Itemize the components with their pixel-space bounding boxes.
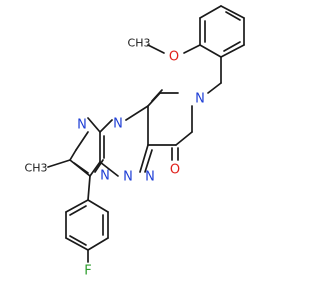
bond (175, 131, 193, 146)
methoxy-methyl-label: CH3 (128, 37, 151, 50)
bond (75, 131, 89, 151)
triazine-nitrogen-1-label: N (123, 170, 133, 185)
bond (151, 89, 163, 102)
bond (87, 117, 101, 133)
triazine-nitrogen-3-label: N (100, 169, 110, 184)
bonds (47, 5, 245, 263)
structure-canvas: CH3 O N O N N N N N F CH3 (25, 5, 245, 279)
bond (65, 199, 89, 213)
bond (69, 235, 87, 246)
bond (94, 159, 104, 173)
molecule-diagram: CH3 O N O N N N N N F CH3 (25, 5, 245, 279)
bond (125, 105, 149, 121)
bond (65, 237, 89, 251)
bond (99, 119, 113, 133)
methoxy-oxygen-label: O (169, 50, 179, 65)
bond (199, 5, 222, 19)
bond (199, 44, 222, 58)
pyrazole-methyl-label: CH3 (25, 162, 48, 175)
bond (147, 44, 165, 54)
bond (69, 205, 87, 216)
bond (220, 44, 245, 58)
triazine-nitrogen-2-label: N (145, 170, 155, 185)
pyrazole-nitrogen-1-label: N (77, 118, 87, 133)
bond (220, 5, 245, 19)
bond (87, 199, 109, 213)
carbonyl-oxygen-label: O (170, 163, 180, 178)
bond (73, 162, 89, 174)
bond (99, 161, 119, 177)
pyridinone-nitrogen-label: N (195, 92, 205, 107)
bond (225, 11, 241, 21)
pyrazole-nitrogen-2-label: N (113, 117, 123, 132)
bond (223, 41, 241, 52)
bond (47, 159, 71, 168)
bond (207, 82, 222, 94)
bond (144, 149, 153, 173)
atom-labels: CH3 O N O N N N N N F CH3 (25, 37, 205, 279)
bond (183, 44, 201, 54)
bond (87, 175, 91, 201)
bond (87, 237, 109, 251)
bond (139, 144, 149, 173)
bond (69, 149, 77, 161)
bond (89, 161, 101, 177)
fluorine-label: F (84, 264, 91, 279)
